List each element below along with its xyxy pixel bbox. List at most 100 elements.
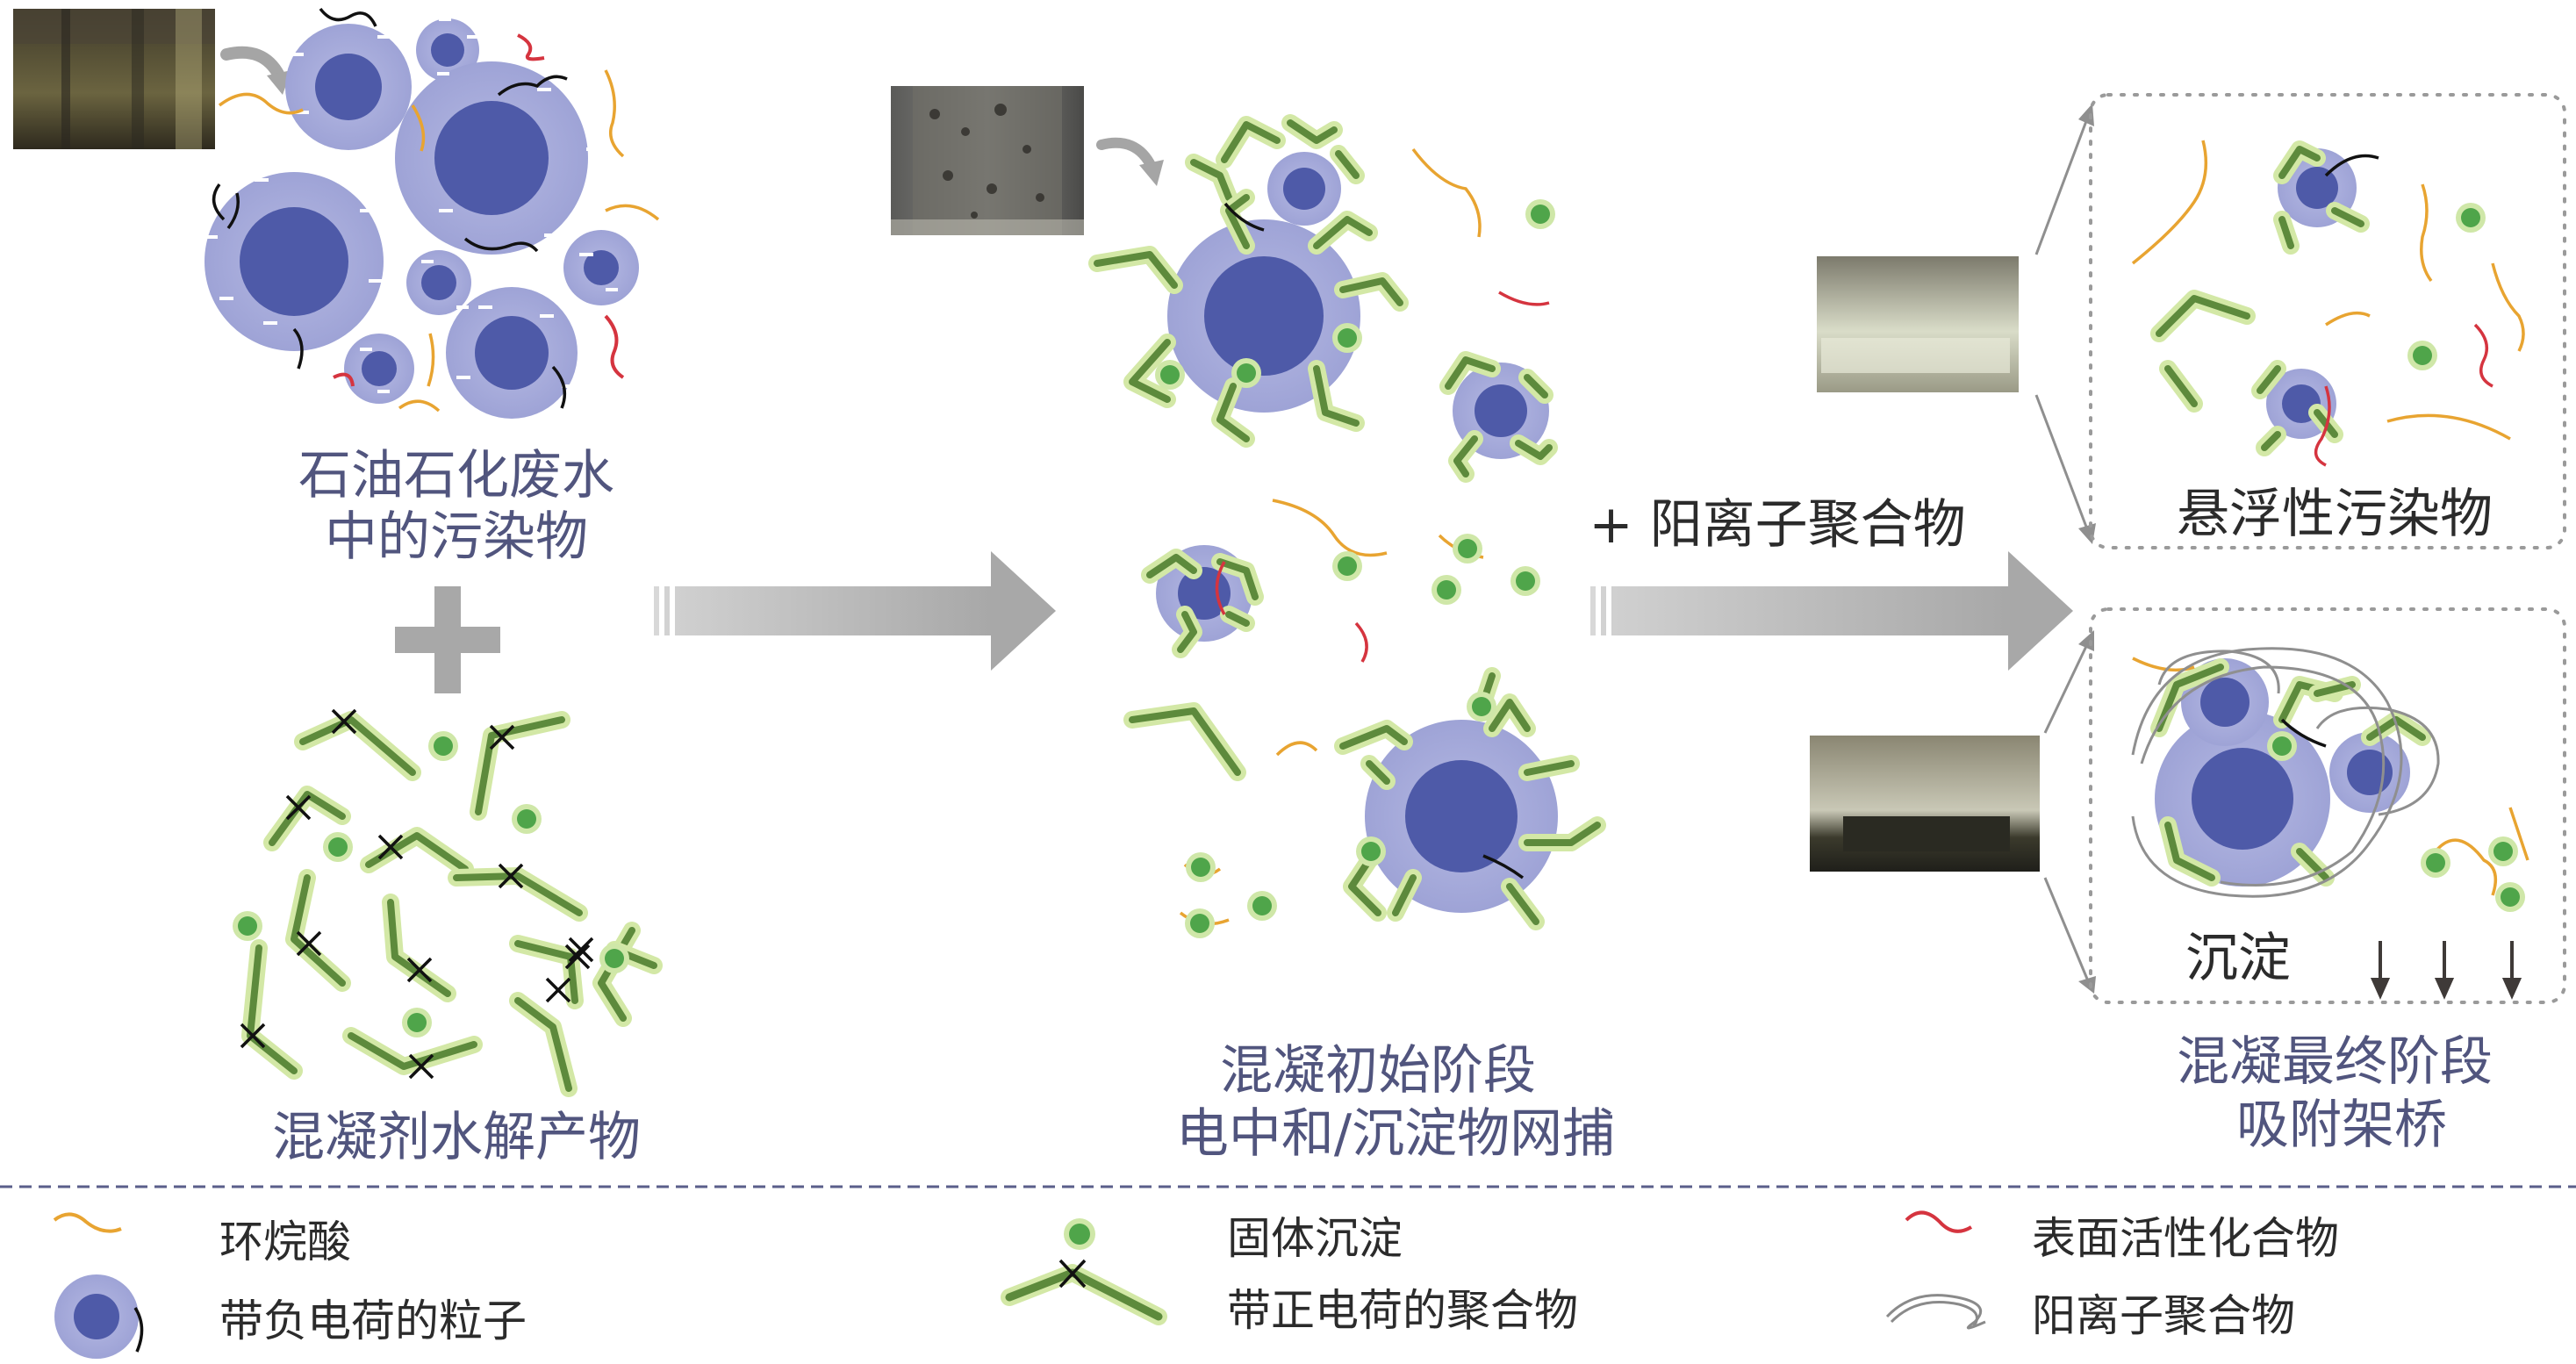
solid-precipitate xyxy=(1231,358,1261,388)
polymer-chain xyxy=(2291,843,2335,887)
solid-precipitate xyxy=(599,944,629,973)
polymer-chain xyxy=(1211,553,1264,606)
curved-arrow-head-icon xyxy=(1139,160,1164,186)
solid-precipitate xyxy=(1332,551,1362,581)
chain-curve xyxy=(2280,718,2327,748)
polymer-chain xyxy=(1216,116,1286,169)
solid-precipitate xyxy=(402,1008,432,1037)
split-arrowheads xyxy=(2078,104,2096,994)
polymer-chain xyxy=(1510,434,1558,465)
settling-arrow-icon xyxy=(2370,941,2522,1000)
chain-curve xyxy=(1498,291,1550,306)
chain-curve xyxy=(2314,385,2331,467)
solid-precipitate xyxy=(512,804,542,834)
polymer-chain xyxy=(1308,360,1365,432)
solid-precipitate xyxy=(2495,882,2525,912)
initial-stage-cluster xyxy=(1156,152,1558,913)
hydrolysis-label: 混凝剂水解产物 xyxy=(272,1107,641,1168)
solid-precipitate xyxy=(233,911,262,941)
legend-negative-particle: 带负电荷的粒子 xyxy=(219,1296,527,1346)
polymer-chain xyxy=(1185,154,1238,206)
cationic-polymer-loop xyxy=(2131,647,2403,898)
polymer-chain xyxy=(1334,720,1413,755)
polymer-chain xyxy=(1220,606,1255,632)
solid-precipitate xyxy=(2488,836,2518,866)
split-arrows xyxy=(2034,113,2091,984)
negative-particle-cluster xyxy=(204,7,660,419)
chain-curve xyxy=(2434,838,2498,896)
curved-arrow-icon xyxy=(220,46,285,82)
legend-naphthenic-acid: 环烷酸 xyxy=(219,1217,351,1267)
wastewater-label-line2: 中的污染物 xyxy=(325,506,588,568)
polymer-chain xyxy=(263,786,351,851)
polymer-chain xyxy=(1483,693,1536,737)
hydrolysis-products-cluster xyxy=(233,708,663,1097)
solid-precipitate xyxy=(2456,203,2486,233)
polymer-chain xyxy=(1334,272,1409,312)
solid-precipitate xyxy=(1525,199,1555,229)
polymer-chain xyxy=(360,827,474,878)
polymer-chain xyxy=(1220,189,1255,255)
polymer-chain xyxy=(470,711,570,821)
chain-curve xyxy=(1223,202,1265,232)
polymer-chain xyxy=(1518,816,1606,851)
chain-curve xyxy=(2386,413,2511,441)
cationic-polymer-loop xyxy=(2157,650,2280,694)
solid-precipitate xyxy=(428,731,458,761)
legend-cationic-polymer: 阳离子聚合物 xyxy=(2032,1290,2295,1341)
polymer-chain xyxy=(509,935,591,1009)
plus-sign-icon xyxy=(395,586,500,693)
polymer-chain xyxy=(1123,334,1176,408)
polymer-chain xyxy=(1211,377,1255,448)
cationic-polymer-loop xyxy=(2315,706,2440,816)
solid-precipitate xyxy=(1432,575,1461,605)
polymer-chain xyxy=(509,977,578,1097)
polymer-chain xyxy=(1088,246,1183,294)
polymer-chain xyxy=(1281,114,1343,149)
positive-polymer-icon xyxy=(1001,1259,1167,1325)
chain-curve xyxy=(1215,561,1226,615)
solid-precipitate xyxy=(1186,852,1216,882)
solid-precipitate xyxy=(1247,891,1277,921)
cationic-polymer-loop xyxy=(2140,665,2386,887)
solid-precipitate xyxy=(1453,534,1482,564)
chain-curve xyxy=(2473,323,2493,388)
polymer-chain xyxy=(240,939,303,1080)
initial-stage-label-line2: 电中和/沉淀物网捕 xyxy=(1176,1103,1615,1165)
negative-particle-icon xyxy=(54,1274,144,1359)
add-polymer-label: + 阳离子聚合物 xyxy=(1589,494,1965,556)
chain-curve xyxy=(1272,499,1388,557)
polymer-chain xyxy=(1123,702,1246,781)
solid-precipitate xyxy=(1155,360,1185,390)
legend-surfactant: 表面活性化合物 xyxy=(2032,1213,2339,1264)
final-stage-label-line2: 吸附架桥 xyxy=(2236,1095,2447,1156)
cationic-polymer-icon xyxy=(1885,1294,1986,1330)
wastewater-photo xyxy=(13,9,215,149)
solid-precipitate xyxy=(1356,836,1386,866)
polymer-chain xyxy=(1518,755,1580,781)
polymer-chain xyxy=(2159,816,2221,887)
suspended-label: 悬浮性污染物 xyxy=(2177,484,2493,545)
naphthenic-acid-icon xyxy=(53,1212,122,1233)
solid-precipitate xyxy=(2267,731,2297,761)
solid-precipitate xyxy=(2407,341,2437,370)
chain-curve xyxy=(2324,154,2379,177)
polymer-chain xyxy=(1360,755,1396,790)
sediment-label: 沉淀 xyxy=(2185,928,2291,989)
polymer-chain xyxy=(2251,360,2286,399)
polymer-chain xyxy=(1448,430,1483,483)
surfactant-icon xyxy=(1905,1210,1973,1233)
solid-precipitate xyxy=(1510,566,1540,596)
polymer-chain xyxy=(342,1027,483,1080)
chain-curve xyxy=(2325,311,2371,327)
polymer-chain xyxy=(2159,360,2203,413)
legend-positive-polymer: 带正电荷的聚合物 xyxy=(1227,1285,1578,1336)
chain-curve xyxy=(2131,140,2208,265)
solid-precipitate-icon xyxy=(1064,1218,1095,1250)
solid-precipitate xyxy=(1467,692,1496,721)
polymer-chain xyxy=(1387,869,1422,922)
process-arrow-icon xyxy=(654,551,1056,671)
polymer-chain xyxy=(2273,140,2326,184)
polymer-chain xyxy=(294,708,421,781)
polymer-chain xyxy=(2256,426,2286,456)
